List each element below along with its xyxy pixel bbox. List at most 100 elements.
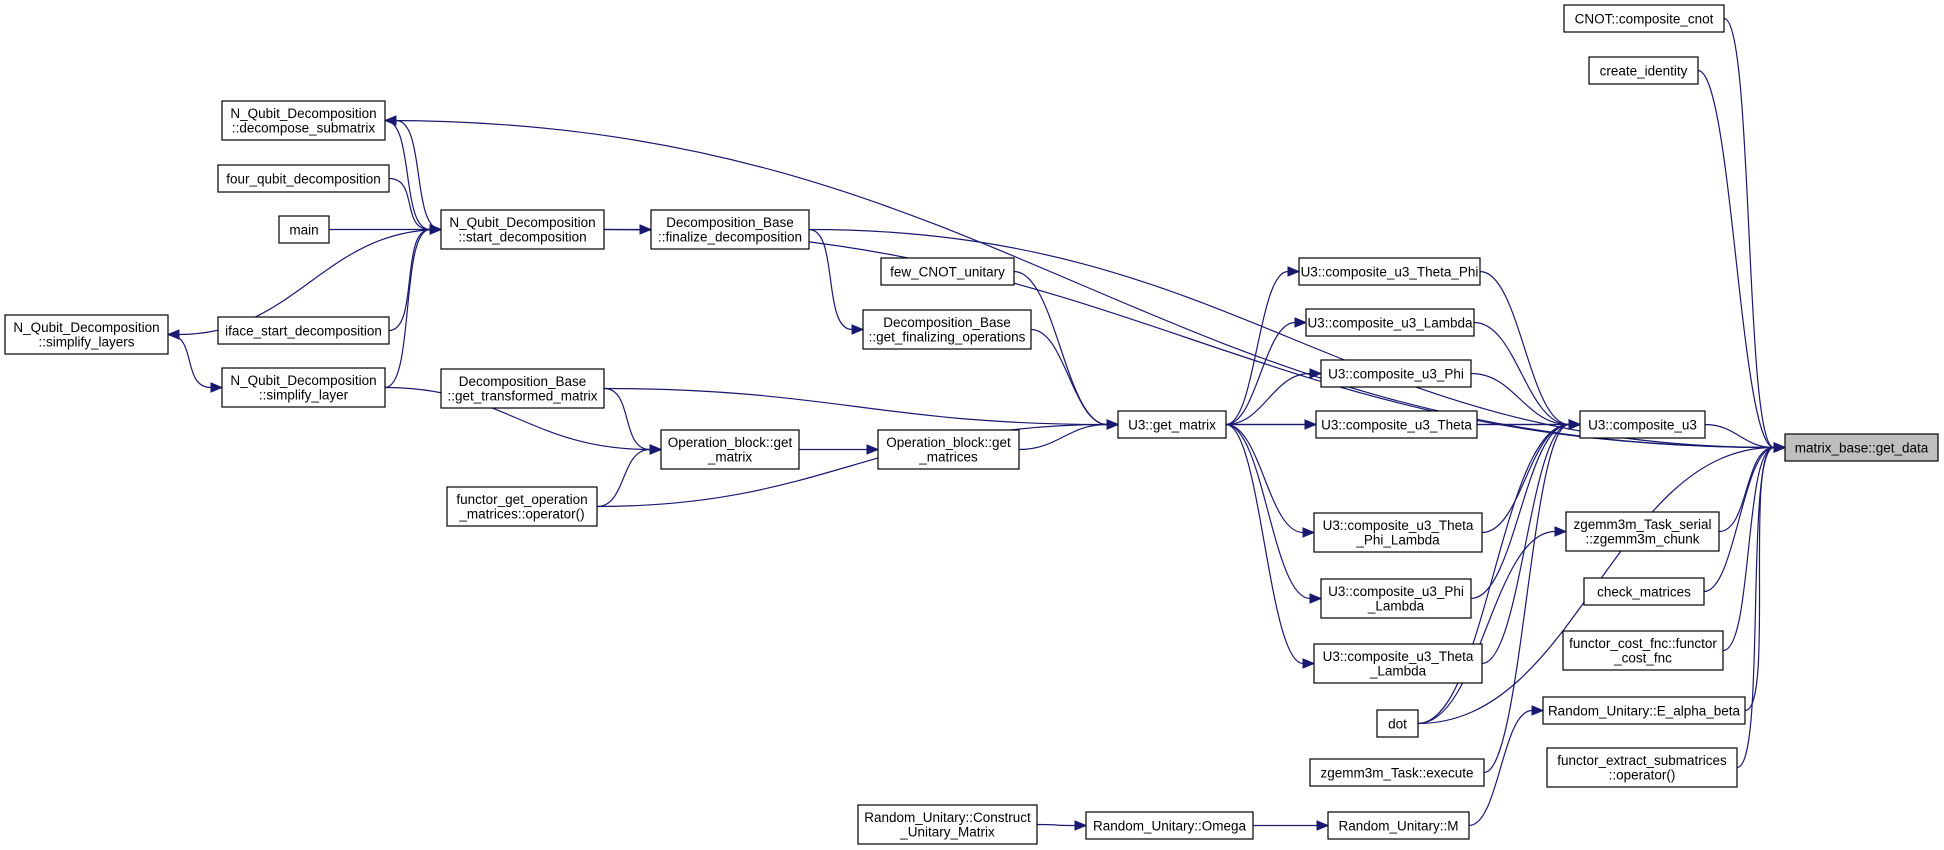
node-zgemm3m-task-execute[interactable]: zgemm3m_Task::execute [1309, 758, 1485, 787]
node-box [1563, 4, 1725, 33]
node-few-cnot-unitary[interactable]: few_CNOT_unitary [880, 257, 1015, 286]
node-u3-theta-lambda[interactable]: U3::composite_u3_Theta_Lambda [1313, 643, 1483, 684]
node-box [660, 429, 800, 470]
edge-nqd-simplify-layers-to-nqd-simplify-layer [167, 333, 224, 393]
node-label: Operation_block::get [886, 435, 1011, 450]
edge-u3-get-matrix-to-u3-theta [1225, 419, 1318, 430]
node-functor-cost-fnc[interactable]: functor_cost_fnc::functor_cost_fnc [1562, 630, 1724, 671]
node-ru-omega[interactable]: Random_Unitary::Omega [1085, 811, 1254, 840]
node-box [1542, 696, 1746, 725]
node-label: ::simplify_layers [38, 335, 134, 350]
node-u3-phi-lambda[interactable]: U3::composite_u3_Phi_Lambda [1320, 578, 1472, 619]
node-opblock-get-matrix[interactable]: Operation_block::get_matrix [660, 429, 800, 470]
node-label: functor_cost_fnc::functor [1569, 636, 1717, 651]
node-db-get-finalizing-operations[interactable]: Decomposition_Base::get_finalizing_opera… [862, 309, 1032, 350]
node-label: Decomposition_Base [666, 215, 794, 230]
nodes-layer: CNOT::composite_cnotcreate_identityN_Qub… [4, 4, 1939, 845]
node-db-get-transformed-matrix[interactable]: Decomposition_Base::get_transformed_matr… [440, 368, 605, 409]
node-label: N_Qubit_Decomposition [13, 320, 159, 335]
node-u3-theta-phi[interactable]: U3::composite_u3_Theta_Phi [1298, 257, 1481, 286]
node-iface-start-decomposition[interactable]: iface_start_decomposition [217, 316, 390, 345]
node-box [862, 309, 1032, 350]
edge-dot-to-zgemm3m-task-serial-chunk [1417, 526, 1568, 725]
node-label: _matrices::operator() [458, 507, 584, 522]
node-label: few_CNOT_unitary [890, 264, 1005, 279]
node-box [4, 314, 169, 355]
node-box [217, 164, 390, 193]
node-nqd-simplify-layers[interactable]: N_Qubit_Decomposition::simplify_layers [4, 314, 169, 355]
node-ru-m[interactable]: Random_Unitary::M [1327, 811, 1470, 840]
node-box [1376, 709, 1419, 738]
node-u3-get-matrix[interactable]: U3::get_matrix [1117, 410, 1227, 439]
node-functor-get-operation-matrices[interactable]: functor_get_operation_matrices::operator… [446, 486, 598, 527]
node-u3-composite-u3[interactable]: U3::composite_u3 [1579, 410, 1706, 439]
edge-functor-get-operation-matrices-to-u3-get-matrix [596, 419, 1120, 508]
node-label: Operation_block::get [668, 435, 793, 450]
edge-u3-get-matrix-to-u3-lambda [1225, 317, 1308, 426]
node-four-qubit-decomposition[interactable]: four_qubit_decomposition [217, 164, 390, 193]
node-ru-e-alpha-beta[interactable]: Random_Unitary::E_alpha_beta [1542, 696, 1746, 725]
node-nqd-decompose-submatrix[interactable]: N_Qubit_Decomposition::decompose_submatr… [221, 100, 386, 141]
node-box [1588, 56, 1699, 85]
node-box [1298, 257, 1481, 286]
node-label: N_Qubit_Decomposition [230, 106, 376, 121]
node-label: Decomposition_Base [459, 374, 587, 389]
node-functor-extract-submatrices[interactable]: functor_extract_submatrices::operator() [1546, 747, 1738, 788]
node-box [1117, 410, 1227, 439]
node-box [1309, 758, 1485, 787]
node-opblock-get-matrices[interactable]: Operation_block::get_matrices [877, 429, 1020, 470]
node-u3-phi[interactable]: U3::composite_u3_Phi [1320, 359, 1472, 388]
edge-u3-phi-lambda-to-u3-composite-u3 [1470, 419, 1582, 600]
node-label: ::operator() [1609, 768, 1676, 783]
node-box [221, 367, 386, 408]
edge-functor-get-operation-matrices-to-opblock-get-matrix [596, 444, 663, 508]
node-label: zgemm3m_Task_serial [1573, 517, 1711, 532]
node-ru-construct-unitary-matrix[interactable]: Random_Unitary::Construct_Unitary_Matrix [857, 804, 1038, 845]
node-db-finalize-decomposition[interactable]: Decomposition_Base::finalize_decompositi… [650, 209, 810, 250]
node-box [1320, 359, 1472, 388]
node-label: check_matrices [1597, 584, 1691, 599]
edge-functor-cost-fnc-to-matrix-base-get-data [1722, 442, 1787, 652]
node-label: functor_extract_submatrices [1557, 753, 1727, 768]
node-box [1315, 410, 1478, 439]
node-u3-lambda[interactable]: U3::composite_u3_Lambda [1305, 308, 1475, 337]
node-box [857, 804, 1038, 845]
node-matrix-base-get-data[interactable]: matrix_base::get_data [1784, 433, 1939, 462]
node-label: _Phi_Lambda [1355, 533, 1440, 548]
node-label: _matrices [918, 450, 978, 465]
node-label: ::simplify_layer [259, 388, 349, 403]
node-zgemm3m-task-serial-chunk[interactable]: zgemm3m_Task_serial::zgemm3m_chunk [1565, 511, 1720, 552]
node-label: Random_Unitary::M [1338, 818, 1458, 833]
edge-opblock-get-matrix-to-opblock-get-matrices [799, 444, 880, 455]
node-box [877, 429, 1020, 470]
node-create-identity[interactable]: create_identity [1588, 56, 1699, 85]
edge-u3-lambda-to-u3-composite-u3 [1473, 321, 1582, 430]
node-label: ::decompose_submatrix [232, 121, 376, 136]
node-label: create_identity [1600, 63, 1688, 78]
node-label: U3::composite_u3_Theta_Phi [1301, 264, 1479, 279]
edges-layer [166, 17, 1787, 831]
edge-nqd-simplify-layer-to-nqd-start-decomposition [384, 224, 443, 389]
node-nqd-simplify-layer[interactable]: N_Qubit_Decomposition::simplify_layer [221, 367, 386, 408]
node-label: CNOT::composite_cnot [1575, 11, 1714, 26]
node-box [1784, 433, 1939, 462]
node-u3-theta-phi-lambda[interactable]: U3::composite_u3_Theta_Phi_Lambda [1313, 512, 1483, 553]
node-u3-theta[interactable]: U3::composite_u3_Theta [1315, 410, 1478, 439]
node-check-matrices[interactable]: check_matrices [1583, 577, 1705, 606]
edge-u3-get-matrix-to-u3-theta-lambda [1225, 423, 1316, 669]
node-label: functor_get_operation [456, 492, 587, 507]
node-box [446, 486, 598, 527]
node-nqd-start-decomposition[interactable]: N_Qubit_Decomposition::start_decompositi… [440, 209, 605, 250]
node-dot[interactable]: dot [1376, 709, 1419, 738]
node-label: N_Qubit_Decomposition [230, 373, 376, 388]
node-label: N_Qubit_Decomposition [449, 215, 595, 230]
edge-few-cnot-unitary-to-u3-get-matrix [1013, 270, 1120, 430]
node-cnot-composite-cnot[interactable]: CNOT::composite_cnot [1563, 4, 1725, 33]
node-box [1546, 747, 1738, 788]
edge-db-get-finalizing-operations-to-u3-get-matrix [1030, 328, 1120, 430]
node-main[interactable]: main [278, 215, 330, 244]
node-label: U3::composite_u3_Theta [1323, 649, 1474, 664]
node-label: _Lambda [1367, 599, 1425, 614]
edge-ru-e-alpha-beta-to-matrix-base-get-data [1744, 442, 1787, 712]
node-box [1565, 511, 1720, 552]
